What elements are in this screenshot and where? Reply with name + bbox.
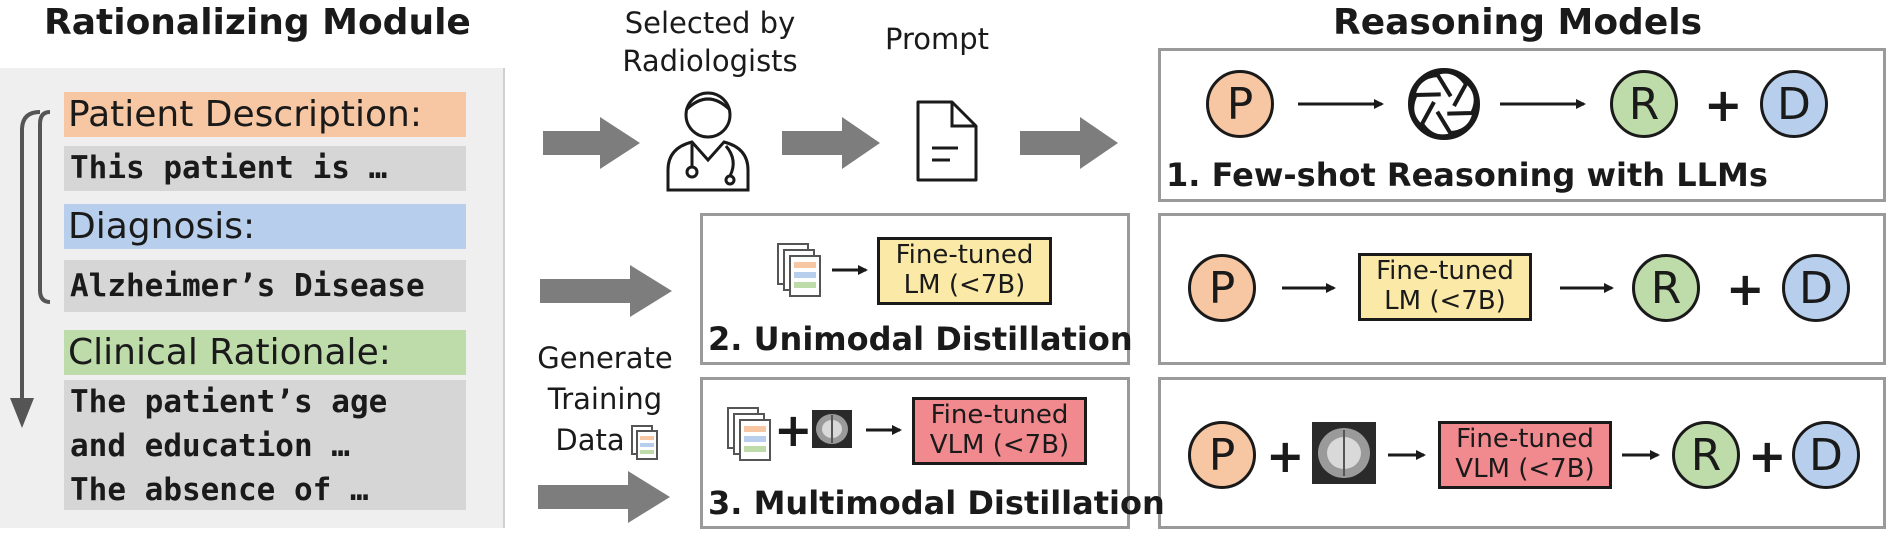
reasoning-vlm-line-2: VLM (<7B) [1455,454,1595,484]
selected-by-label: Selected by Radiologists [600,4,820,80]
prompt-label: Prompt [885,22,990,56]
flow-arrow-1 [543,117,640,169]
vlm-line-2: VLM (<7B) [929,430,1070,460]
selected-by-line-2: Radiologists [622,44,798,78]
plus-multimodal: + [774,403,813,457]
rationale-circle-2: R [1632,254,1700,322]
reasoning-vlm-box: Fine-tuned VLM (<7B) [1438,421,1612,489]
diagnosis-circle-2: D [1782,254,1850,322]
rationalizing-module-title: Rationalizing Module [44,2,471,43]
patient-description-label: Patient Description: [64,92,466,137]
few-shot-caption: 1. Few-shot Reasoning with LLMs [1166,156,1768,194]
flow-arrow-5 [538,471,670,523]
patient-circle-1: P [1206,70,1274,138]
training-data-icon [631,425,658,460]
few-shot-panel [1158,48,1886,202]
reasoning-lm-box: Fine-tuned LM (<7B) [1358,253,1532,321]
generate-line-2: Training [547,382,663,416]
rationale-circle-1: R [1610,70,1678,138]
rationale-bracket [10,110,51,428]
multimodal-caption: 3. Multimodal Distillation [708,484,1165,522]
unimodal-lm-box: Fine-tuned LM (<7B) [877,237,1052,305]
reasoning-models-title: Reasoning Models [1333,2,1702,43]
diagnosis-circle-3: D [1792,421,1860,489]
plus-3b: + [1748,429,1787,483]
reasoning-lm-line-1: Fine-tuned [1376,256,1514,287]
reasoning-vlm-line-1: Fine-tuned [1456,424,1594,455]
doctor-icon [666,91,750,192]
rationale-line-1: The patient’s age [70,384,388,420]
generate-line-3: Data [555,423,625,457]
brain-mri-icon-right [1312,422,1376,484]
generate-training-data-label: Generate Training Data [520,338,690,461]
openai-logo-icon [1408,68,1480,140]
flow-arrow-3 [1020,117,1118,169]
clinical-rationale-label: Clinical Rationale: [64,330,466,375]
patient-circle-3: P [1188,421,1256,489]
generate-line-1: Generate [537,341,673,375]
rationale-circle-3: R [1672,421,1740,489]
flow-arrow-4 [540,265,672,317]
plus-2: + [1726,262,1765,316]
rationale-line-3: The absence of … [70,472,369,508]
plus-3a: + [1266,429,1305,483]
diagnosis-text: Alzheimer’s Disease [64,260,466,312]
patient-circle-2: P [1188,254,1256,322]
brain-mri-icon [812,410,852,448]
lm-line-1: Fine-tuned [895,240,1034,271]
patient-description-text: This patient is … [64,146,466,191]
diagnosis-circle-1: D [1760,70,1828,138]
data-stack-icon [777,243,821,297]
multimodal-vlm-box: Fine-tuned VLM (<7B) [912,397,1087,465]
diagnosis-label: Diagnosis: [64,204,466,249]
reasoning-lm-line-2: LM (<7B) [1384,286,1506,316]
plus-1: + [1704,78,1743,132]
unimodal-caption: 2. Unimodal Distillation [708,320,1133,358]
rationale-line-2: and education … [70,428,350,464]
module-divider [503,68,505,528]
data-stack-icon-multimodal [727,407,771,461]
selected-by-line-1: Selected by [624,6,796,40]
clinical-rationale-text: The patient’s age and education … The ab… [64,380,466,510]
document-icon [916,100,978,182]
vlm-line-1: Fine-tuned [930,400,1069,431]
lm-line-2: LM (<7B) [903,270,1026,300]
flow-arrow-2 [782,117,880,169]
